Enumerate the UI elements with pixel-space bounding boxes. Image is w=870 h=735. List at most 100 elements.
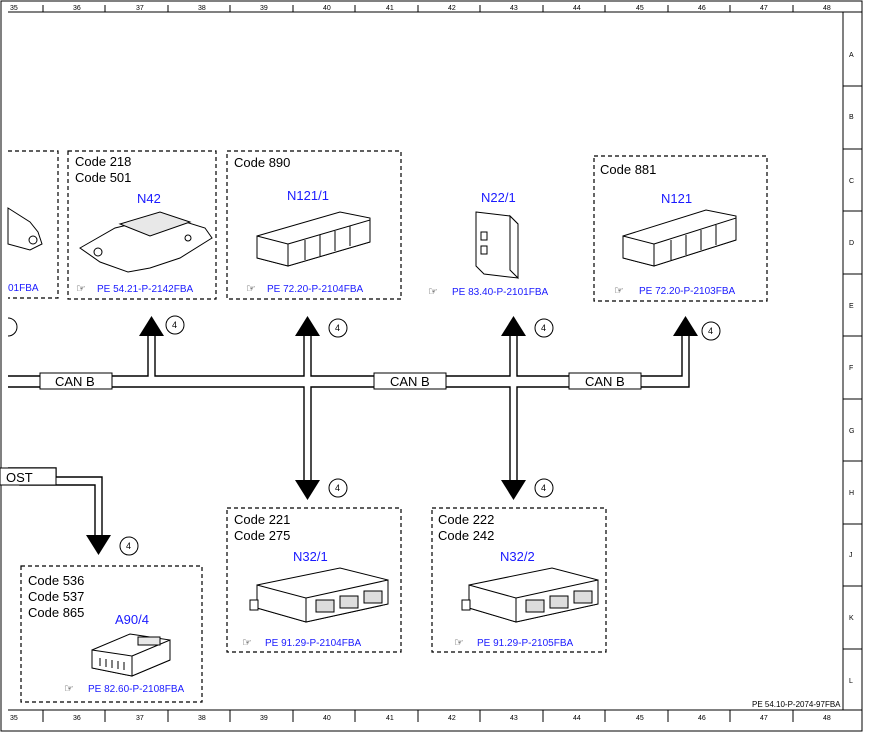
row-label: A	[849, 52, 854, 59]
module-ref: PE 91.29-P-2105FBA	[477, 638, 573, 649]
svg-text:OST: OST	[6, 470, 33, 485]
column-ticks-top	[42, 5, 794, 12]
module-code: Code 537	[28, 589, 84, 604]
connector-ref-circle: 4	[165, 315, 185, 335]
module-id: N32/2	[500, 549, 535, 564]
module-ref: PE 83.40-P-2101FBA	[452, 287, 548, 298]
col-label: 43	[510, 5, 518, 12]
module-code: Code 865	[28, 605, 84, 620]
col-label: 46	[698, 715, 706, 722]
col-label: 37	[136, 715, 144, 722]
column-ticks-bottom	[42, 710, 794, 722]
column-labels-bottom: 35 36 37 38 39 40 41 42 43 44 45 46 47 4…	[10, 715, 831, 722]
row-labels: A B C D E F G H J K L	[849, 52, 854, 685]
module-id: N32/1	[293, 549, 328, 564]
hand-pointer-icon: ☞	[428, 286, 438, 298]
col-label: 36	[73, 715, 81, 722]
n22-1-device-icon	[475, 211, 519, 280]
col-label: 46	[698, 5, 706, 12]
col-label: 41	[386, 5, 394, 12]
arrow-up-icon	[295, 316, 320, 336]
can-b-bus	[8, 336, 690, 535]
svg-text:CAN B: CAN B	[390, 374, 430, 389]
module-n121-1: Code 890 N121/1 ☞ PE 72.20-P-2104FBA	[226, 150, 402, 300]
module-id: N42	[137, 191, 161, 206]
arrow-down-icon	[501, 480, 526, 500]
n42-device-icon	[79, 211, 213, 273]
row-label: J	[849, 552, 853, 559]
module-n32-2: Code 222 Code 242 N32/2 ☞ PE 91.29-P-210…	[431, 507, 607, 653]
col-label: 40	[323, 715, 331, 722]
col-label: 44	[573, 5, 581, 12]
hand-pointer-icon: ☞	[242, 637, 252, 649]
a90-4-device-icon	[91, 633, 171, 677]
svg-text:4: 4	[335, 483, 340, 493]
col-label: 36	[73, 5, 81, 12]
svg-text:CAN B: CAN B	[585, 374, 625, 389]
module-a90-4: Code 536 Code 537 Code 865 A90/4 ☞ PE 82…	[20, 565, 203, 703]
connector-ref-circle-partial	[7, 317, 18, 337]
module-ref: PE 72.20-P-2104FBA	[267, 284, 363, 295]
row-label: B	[849, 114, 854, 121]
col-label: 48	[823, 715, 831, 722]
col-label: 43	[510, 715, 518, 722]
svg-text:4: 4	[126, 541, 131, 551]
connector-ref-circle: 4	[534, 478, 554, 498]
module-code: Code 501	[75, 170, 131, 185]
arrow-up-icon	[139, 316, 164, 336]
row-label: C	[849, 178, 854, 185]
svg-text:4: 4	[172, 320, 177, 330]
svg-text:4: 4	[335, 323, 340, 333]
col-label: 39	[260, 5, 268, 12]
arrow-down-icon	[86, 535, 111, 555]
module-code: Code 222	[438, 512, 494, 527]
arrow-up-icon	[673, 316, 698, 336]
module-code: Code 881	[600, 162, 656, 177]
col-label: 38	[198, 5, 206, 12]
module-id: N121	[661, 191, 692, 206]
module-code: Code 890	[234, 155, 290, 170]
can-b-label-1: CAN B	[39, 372, 113, 390]
module-code: Code 275	[234, 528, 290, 543]
module-id: N121/1	[287, 188, 329, 203]
ost-label: OST	[0, 467, 57, 486]
connector-ref-circle: 4	[328, 318, 348, 338]
hand-pointer-icon: ☞	[454, 637, 464, 649]
col-label: 47	[760, 715, 768, 722]
hand-pointer-icon: ☞	[64, 683, 74, 695]
module-code: Code 221	[234, 512, 290, 527]
connector-ref-circle: 4	[701, 321, 721, 341]
module-n32-1: Code 221 Code 275 N32/1 ☞ PE 91.29-P-210…	[226, 507, 402, 653]
svg-text:4: 4	[541, 483, 546, 493]
col-label: 42	[448, 5, 456, 12]
module-ref: PE 54.21-P-2142FBA	[97, 284, 193, 295]
module-n22-1: N22/1 ☞ PE 83.40-P-2101FBA	[428, 190, 548, 298]
module-n121: Code 881 N121 ☞ PE 72.20-P-2103FBA	[593, 155, 768, 302]
col-label: 48	[823, 5, 831, 12]
svg-text:4: 4	[541, 323, 546, 333]
n121-1-device-icon	[256, 211, 371, 267]
module-ref: PE 72.20-P-2103FBA	[639, 286, 735, 297]
svg-text:4: 4	[708, 326, 713, 336]
module-id: A90/4	[115, 612, 149, 627]
row-label: F	[849, 365, 853, 372]
module-code: Code 218	[75, 154, 131, 169]
row-label: E	[849, 303, 854, 310]
n121-device-icon	[622, 209, 737, 267]
connector-ref-circle: 4	[119, 536, 139, 556]
svg-text:CAN B: CAN B	[55, 374, 95, 389]
col-label: 37	[136, 5, 144, 12]
hand-pointer-icon: ☞	[246, 283, 256, 295]
can-b-label-2: CAN B	[373, 372, 447, 390]
row-label: G	[849, 428, 854, 435]
module-left-cut: 01FBA	[7, 150, 59, 299]
col-label: 35	[10, 715, 18, 722]
hand-pointer-icon: ☞	[76, 283, 86, 295]
row-ticks	[843, 85, 862, 650]
module-ref: 01FBA	[8, 283, 39, 294]
connector-ref-circle: 4	[534, 318, 554, 338]
module-n42: Code 218 Code 501 N42 ☞ PE 54.21-P-2142F…	[67, 150, 217, 300]
n32-2-device-icon	[461, 567, 599, 623]
col-label: 35	[10, 5, 18, 12]
